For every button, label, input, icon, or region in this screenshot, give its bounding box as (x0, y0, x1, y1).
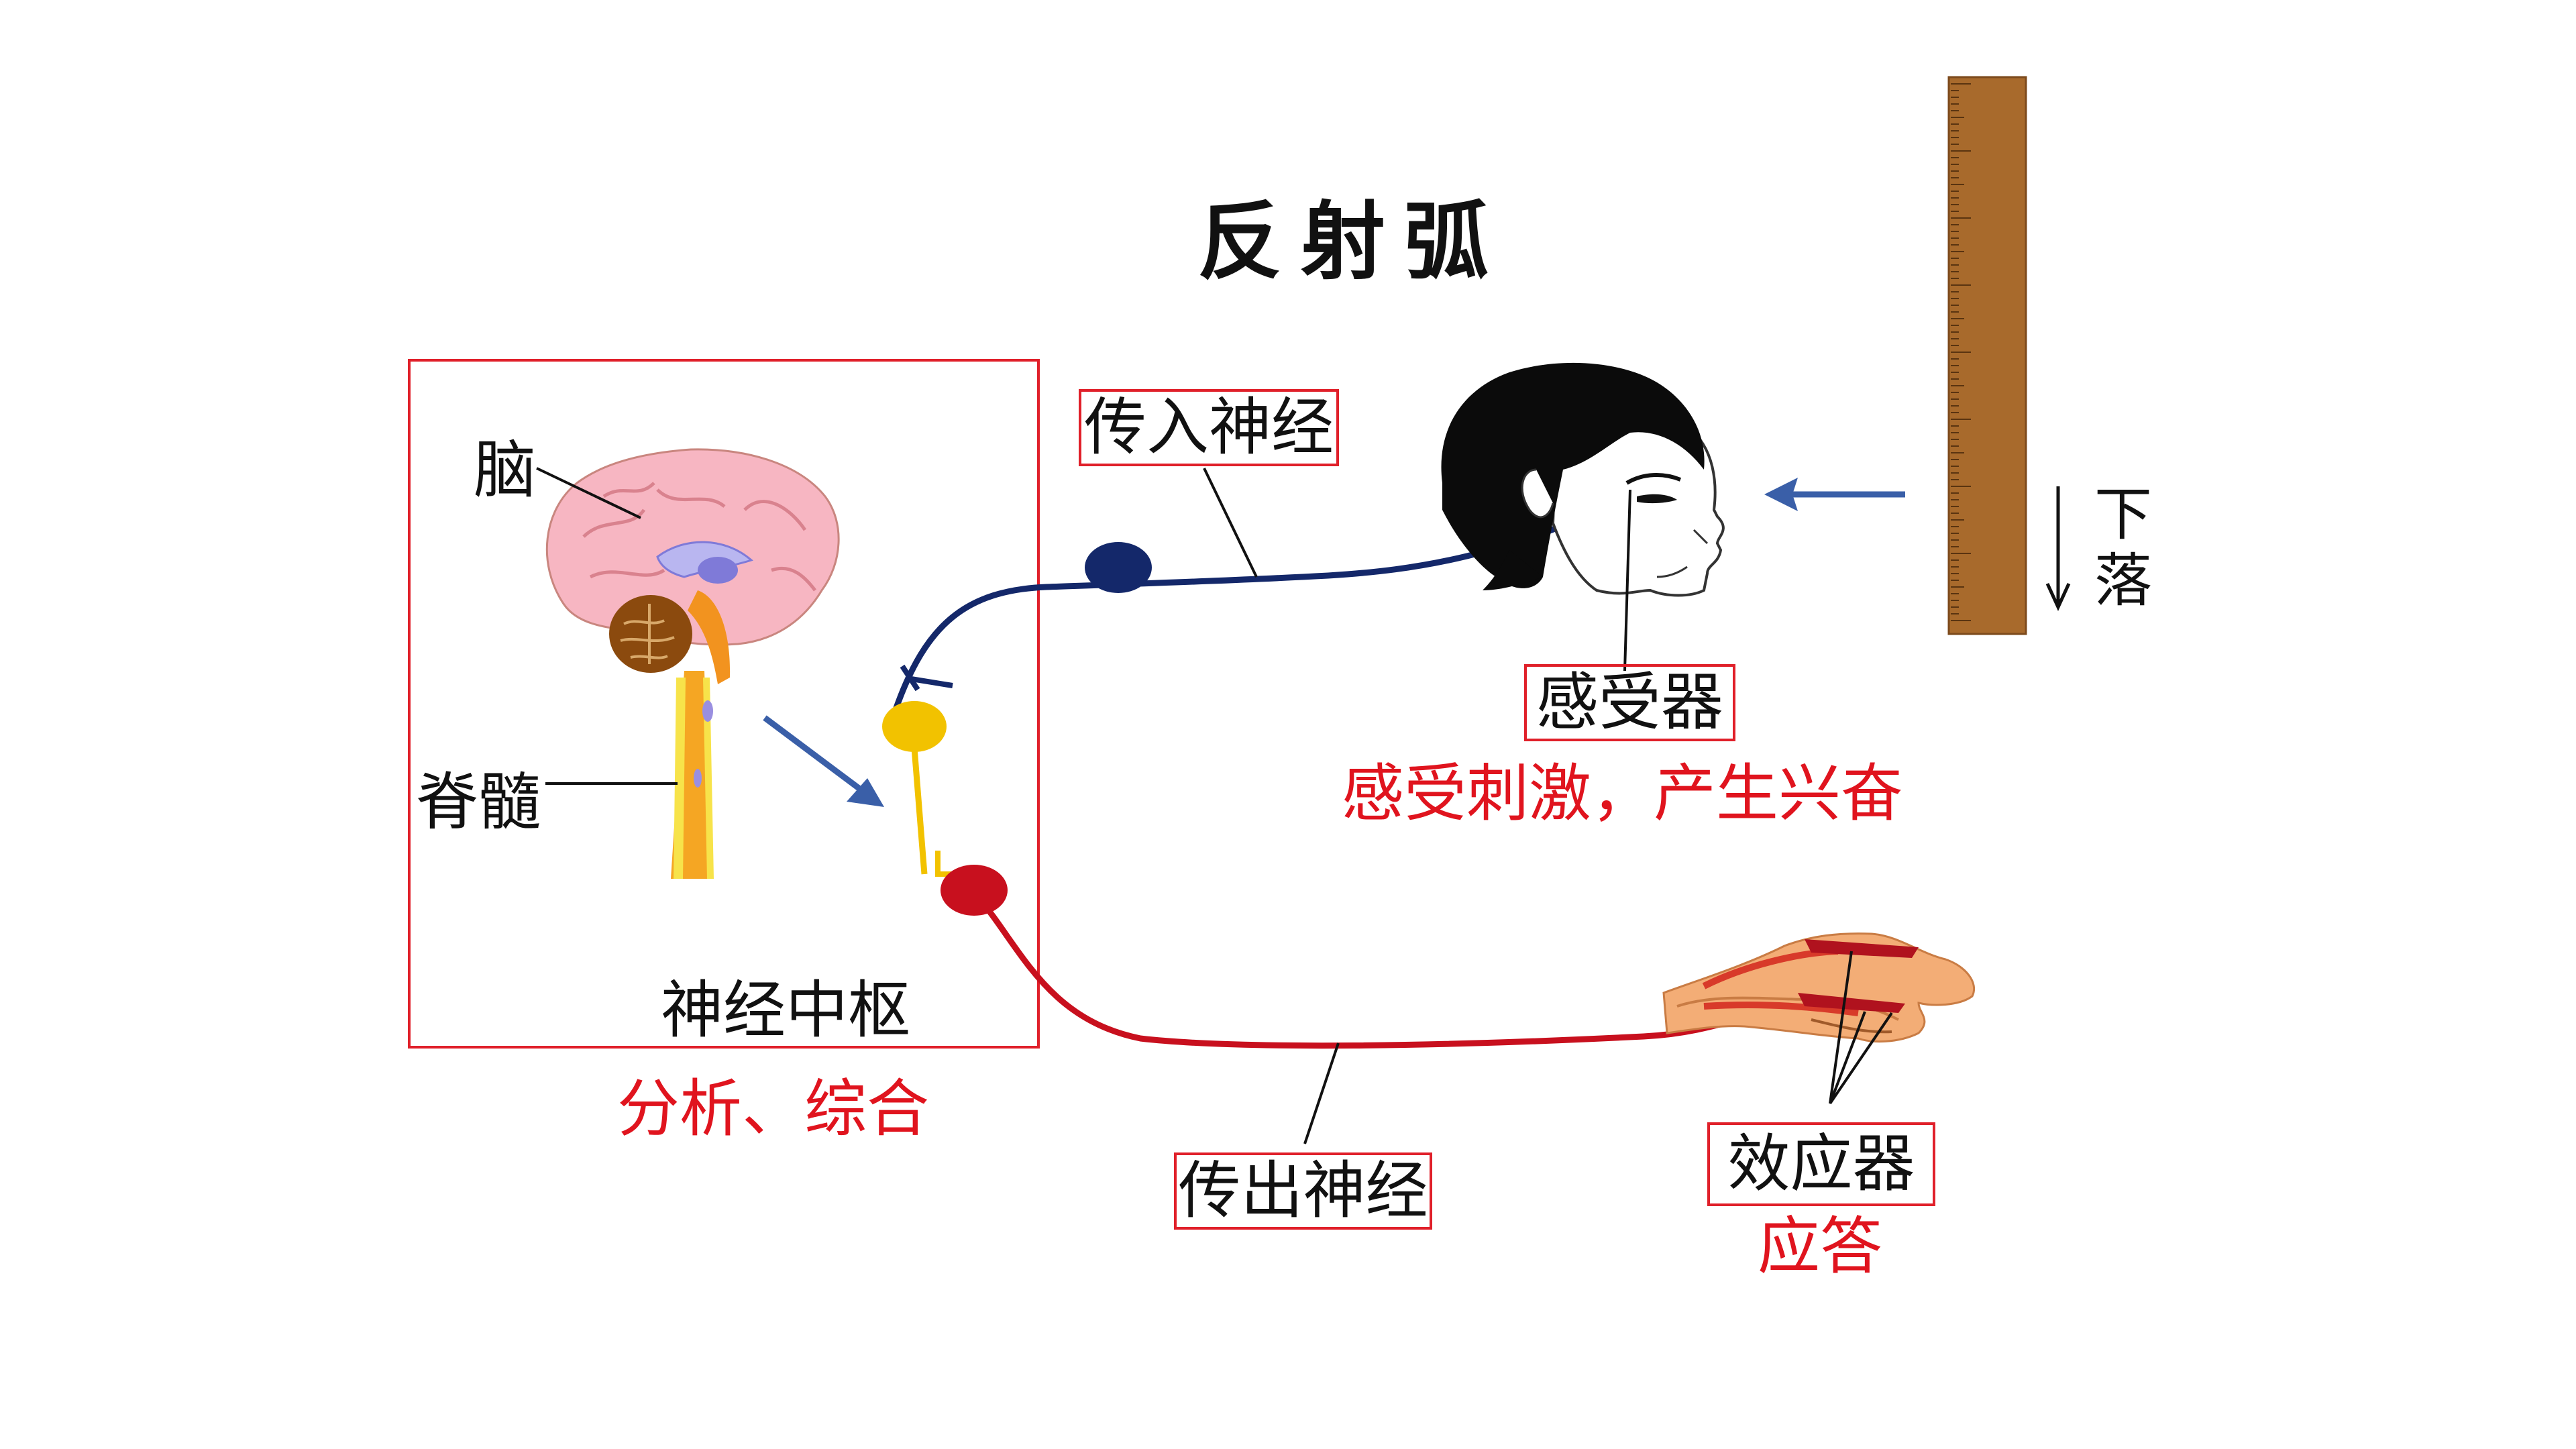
signal-arrow-icon (763, 715, 884, 807)
efferent-leader-line (1303, 1042, 1340, 1144)
effector-leader-lines (1829, 951, 1893, 1105)
efferent-nerve-label-box: 传出神经 (1174, 1152, 1432, 1230)
nerve-center-function: 分析、综合 (617, 1073, 929, 1145)
brain-leader-line (536, 467, 641, 519)
head-illustration (1441, 362, 1725, 597)
afferent-leader-line (1203, 468, 1258, 578)
brain-label: 脑 (474, 434, 536, 506)
receptor-label-box: 感受器 (1524, 664, 1735, 741)
nerve-center-frame (408, 359, 1040, 1049)
stimulus-arrow-icon (1764, 478, 1905, 511)
nerve-center-label: 神经中枢 (661, 974, 910, 1046)
ruler-illustration (1947, 76, 2027, 635)
efferent-nerve-label: 传出神经 (1178, 1155, 1428, 1227)
afferent-nerve-label-box: 传入神经 (1079, 389, 1339, 466)
hand-illustration (1662, 932, 1976, 1043)
receptor-function: 感受刺激，产生兴奋 (1342, 757, 1903, 830)
interneuron (882, 701, 973, 877)
diagram-title: 反射弧 (1197, 193, 1507, 291)
effector-label: 效应器 (1727, 1128, 1915, 1200)
afferent-cell-body (1085, 542, 1152, 593)
effector-label-box: 效应器 (1707, 1122, 1935, 1206)
spinal-cord-label: 脊髓 (416, 766, 541, 839)
efferent-cell-body (941, 865, 1008, 916)
receptor-label: 感受器 (1536, 666, 1723, 739)
brain-illustration (545, 448, 840, 879)
effector-function: 应答 (1758, 1210, 1882, 1283)
afferent-nerve-label: 传入神经 (1084, 391, 1334, 464)
receptor-leader-line (1623, 489, 1631, 672)
falling-arrow-icon (2045, 486, 2071, 612)
falling-label: 下落 (2094, 481, 2152, 614)
